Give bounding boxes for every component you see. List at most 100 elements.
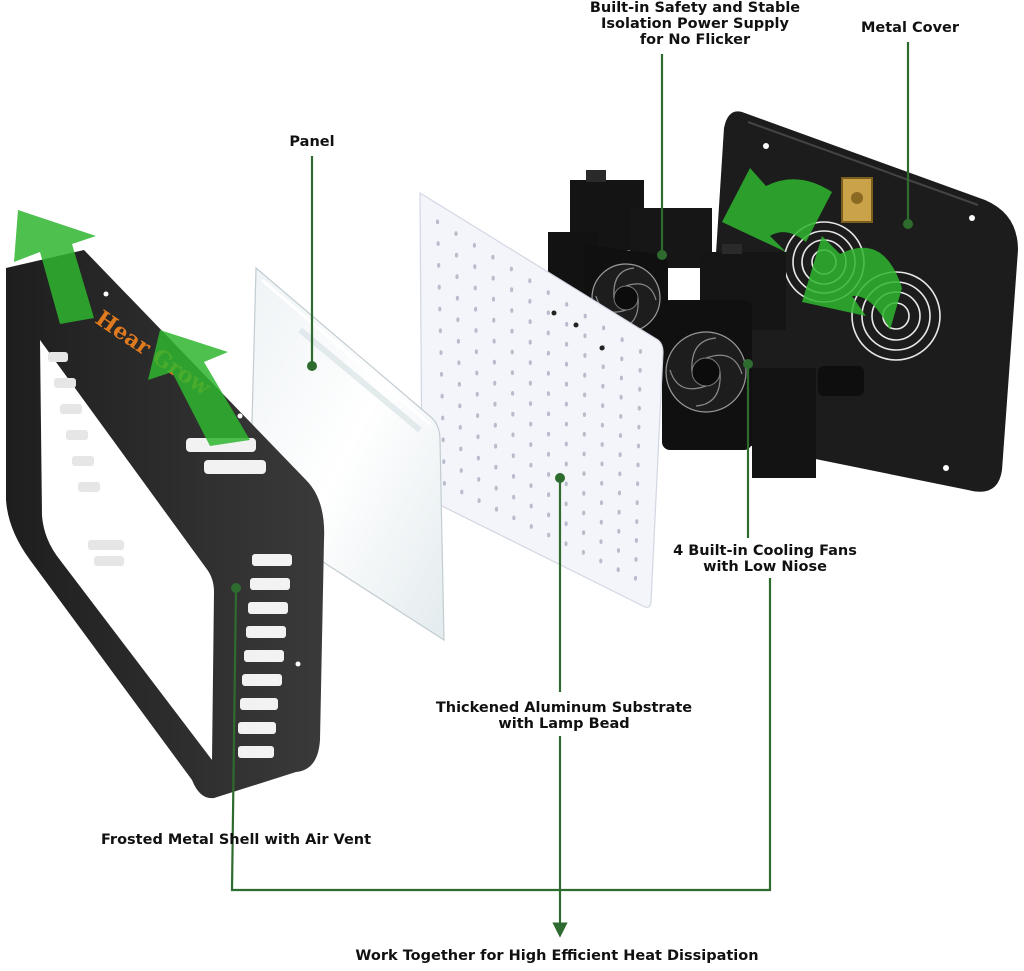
label-shell-text: Frosted Metal Shell with Air Vent: [100, 832, 372, 848]
lamp-bead-hole: [492, 317, 496, 323]
lamp-bead-hole: [529, 442, 533, 447]
lamp-bead-hole: [582, 431, 586, 437]
label-substrate-line-2: with Lamp Bead: [498, 716, 630, 732]
lamp-bead-hole: [494, 464, 498, 470]
lamp-bead-hole: [510, 287, 514, 293]
lamp-bead-hole: [564, 421, 569, 427]
lamp-bead-hole: [599, 558, 603, 564]
lamp-bead-hole: [494, 443, 498, 449]
lamp-bead-hole: [474, 306, 478, 312]
label-panel: Panel: [272, 134, 352, 150]
lamp-bead-hole: [458, 403, 462, 409]
lamp-bead-hole: [638, 368, 642, 373]
lamp-bead-hole: [547, 532, 551, 538]
lamp-bead-hole: [511, 411, 515, 417]
lamp-bead-hole: [601, 364, 605, 370]
lamp-bead-hole: [636, 443, 641, 449]
lamp-bead-hole: [564, 501, 568, 507]
lamp-bead-hole: [617, 528, 621, 534]
airflow-arrow-shell-1: [14, 210, 96, 324]
lamp-bead-hole: [460, 489, 464, 495]
lamp-bead-hole: [473, 264, 477, 270]
lamp-bead-hole: [619, 375, 624, 381]
lamp-bead-hole: [618, 471, 622, 477]
lamp-bead-hole: [492, 359, 496, 365]
lamp-bead-hole: [491, 296, 496, 302]
label-power-supply: Built-in Safety and Stable Isolation Pow…: [560, 0, 830, 48]
lamp-bead-hole: [477, 477, 481, 482]
lamp-bead-hole: [493, 422, 497, 428]
lamp-bead-hole: [494, 485, 498, 491]
lamp-bead-hole: [546, 391, 551, 396]
leader-bottom-connector: [230, 578, 772, 892]
lamp-bead-hole: [511, 474, 516, 479]
lamp-bead-hole: [475, 370, 479, 376]
lamp-bead-hole: [455, 274, 459, 280]
metal-shell: Hear Grow: [6, 250, 325, 799]
lamp-bead-hole: [529, 421, 533, 427]
lamp-bead-hole: [564, 521, 568, 527]
lamp-bead-hole: [636, 481, 640, 487]
lamp-bead-hole: [582, 451, 586, 457]
label-shell: Frosted Metal Shell with Air Vent: [84, 832, 388, 848]
lamp-bead-hole: [583, 313, 587, 319]
lamp-bead-hole: [601, 383, 605, 389]
lamp-bead-hole: [438, 306, 442, 312]
lamp-bead-hole: [620, 337, 624, 343]
leader-lines: [230, 42, 910, 938]
lamp-bead-hole: [564, 481, 568, 487]
lamp-bead-hole: [510, 328, 514, 334]
power-supply-units: [548, 170, 816, 478]
lamp-bead-hole: [510, 349, 514, 355]
lamp-bead-hole: [618, 452, 622, 458]
lamp-bead-hole: [441, 415, 445, 421]
lamp-bead-hole: [474, 328, 478, 333]
lamp-bead-hole: [617, 490, 622, 496]
lamp-bead-hole: [583, 333, 587, 339]
lamp-bead-hole: [442, 481, 446, 486]
aluminum-substrate: [419, 191, 664, 608]
lamp-bead-hole: [619, 414, 623, 419]
label-fans: 4 Built-in Cooling Fans with Low Niose: [650, 543, 880, 575]
lamp-bead-hole: [600, 480, 604, 486]
lamp-bead-hole: [638, 386, 642, 392]
lamp-bead-hole: [528, 298, 532, 304]
lamp-bead-hole: [476, 434, 480, 440]
lamp-bead-hole: [547, 492, 551, 498]
lamp-bead-hole: [528, 278, 532, 284]
lamp-bead-hole: [599, 539, 603, 544]
lamp-bead-hole: [439, 350, 443, 355]
lamp-bead-hole: [620, 356, 624, 362]
lamp-bead-hole: [475, 391, 479, 397]
lamp-bead-hole: [512, 515, 516, 521]
airflow-arrow-cover-1: [722, 168, 832, 252]
lamp-bead-hole: [546, 431, 551, 437]
lamp-bead-hole: [600, 442, 604, 447]
airflow-arrow-shell-2: [148, 330, 250, 446]
lamp-bead-hole: [529, 483, 533, 488]
lamp-bead-hole: [635, 500, 639, 506]
lamp-bead-hole: [547, 512, 551, 518]
lamp-bead-hole: [476, 413, 480, 418]
lamp-bead-hole: [528, 319, 532, 325]
label-panel-text: Panel: [289, 134, 335, 150]
lamp-bead-hole: [439, 372, 444, 377]
lamp-bead-hole: [582, 471, 586, 476]
lamp-bead-hole: [510, 391, 515, 396]
lamp-bead-hole: [635, 519, 639, 524]
lamp-bead-hole: [494, 506, 499, 512]
lamp-bead-hole: [546, 371, 551, 376]
lamp-bead-hole: [546, 290, 550, 295]
label-metal-cover: Metal Cover: [840, 20, 980, 36]
lamp-bead-hole: [440, 393, 444, 399]
shell-vents-left: [48, 352, 124, 566]
lamp-bead-hole: [564, 441, 568, 447]
label-fans-line-1: 4 Built-in Cooling Fans: [673, 543, 857, 559]
shell-vents-front: [238, 554, 292, 758]
lamp-bead-hole: [618, 433, 623, 438]
lamp-bead-hole: [583, 392, 587, 398]
lamp-bead-hole: [474, 349, 478, 355]
lamp-bead-hole: [564, 401, 569, 407]
lamp-bead-hole: [456, 338, 460, 344]
